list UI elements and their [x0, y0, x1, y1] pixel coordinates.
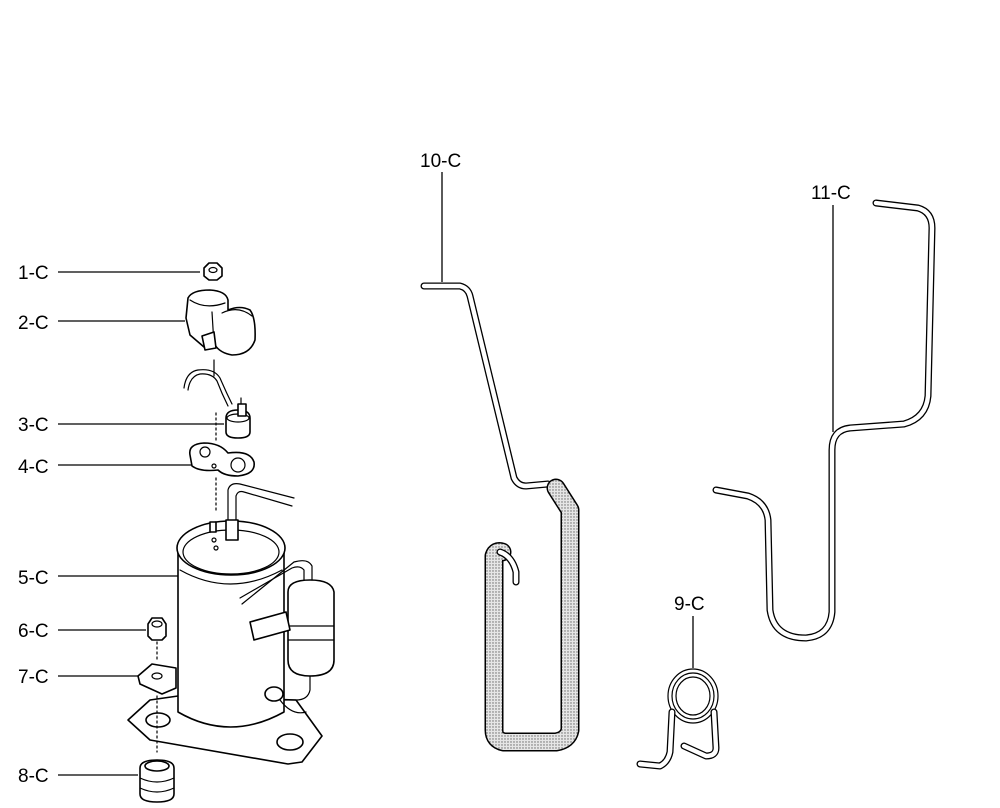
callout-11-c: 11-C	[811, 183, 851, 432]
gasket-part	[188, 411, 255, 513]
callout-label-7-c: 7-C	[18, 667, 49, 688]
callout-6-c: 6-C	[18, 621, 146, 642]
callout-label-5-c: 5-C	[18, 568, 49, 589]
callout-1-c: 1-C	[18, 263, 200, 284]
callout-2-c: 2-C	[18, 313, 185, 334]
terminal-cover-part	[185, 289, 256, 356]
terminal-nut-part	[203, 262, 223, 281]
rubber-grommet-part	[139, 759, 175, 803]
callout-7-c: 7-C	[18, 667, 138, 688]
callout-label-11-c: 11-C	[811, 183, 851, 204]
callout-label-4-c: 4-C	[18, 457, 49, 478]
compressor-body-part	[127, 483, 335, 765]
callout-label-10-c: 10-C	[420, 151, 461, 172]
callout-label-6-c: 6-C	[18, 621, 49, 642]
callout-label-1-c: 1-C	[18, 263, 49, 284]
callout-8-c: 8-C	[18, 766, 138, 787]
callout-10-c: 10-C	[420, 151, 461, 282]
callout-5-c: 5-C	[18, 568, 178, 589]
mounting-nut-part	[147, 617, 167, 663]
callout-label-3-c: 3-C	[18, 415, 49, 436]
coil-tube-part	[636, 668, 720, 770]
callout-label-8-c: 8-C	[18, 766, 49, 787]
bent-tube-part	[712, 199, 936, 642]
callout-label-2-c: 2-C	[18, 313, 49, 334]
insulated-pipe-part	[420, 282, 580, 752]
callout-4-c: 4-C	[18, 457, 192, 478]
callout-3-c: 3-C	[18, 415, 224, 436]
callout-label-9-c: 9-C	[674, 594, 705, 615]
washer-plate-part	[137, 663, 177, 753]
overload-protector-part	[183, 359, 251, 439]
callout-9-c: 9-C	[674, 594, 705, 668]
